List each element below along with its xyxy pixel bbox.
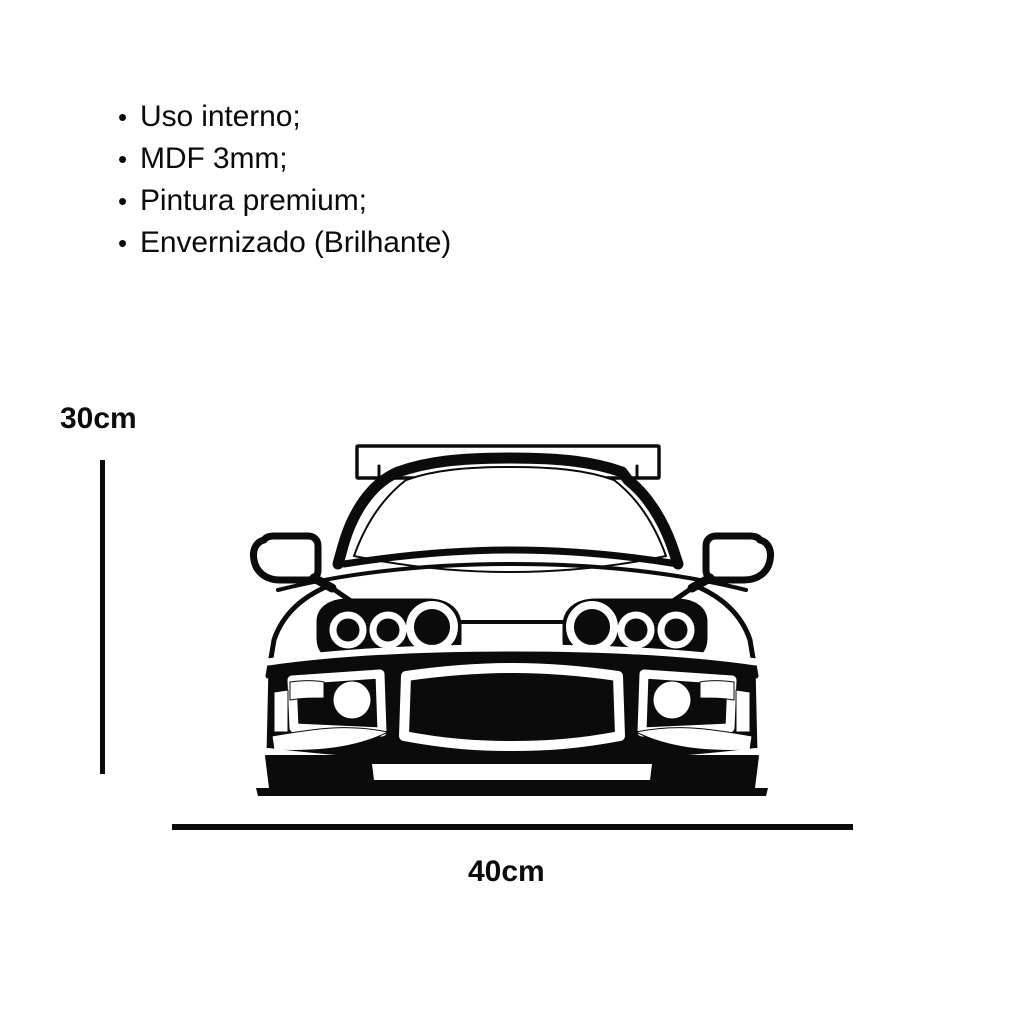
car-front-view-illustration <box>248 436 776 808</box>
side-mirror-left <box>250 532 337 593</box>
front-lip-splitter <box>256 755 768 796</box>
width-dimension-line <box>172 824 853 830</box>
width-dimension-label: 40cm <box>468 855 545 888</box>
car-silhouette-svg <box>250 444 774 796</box>
list-item: • Uso interno; <box>118 96 451 138</box>
height-dimension-line <box>100 460 105 774</box>
list-item: • Pintura premium; <box>118 180 451 222</box>
spec-item-label: MDF 3mm; <box>140 142 288 175</box>
bullet-icon: • <box>118 102 128 132</box>
list-item: • Envernizado (Brilhante) <box>118 222 451 264</box>
specification-list: • Uso interno; • MDF 3mm; • Pintura prem… <box>118 96 451 264</box>
bumper <box>264 644 760 772</box>
bullet-icon: • <box>118 186 128 216</box>
fog-light-right <box>637 669 737 737</box>
list-item: • MDF 3mm; <box>118 138 451 180</box>
hood <box>276 546 748 592</box>
spec-item-label: Pintura premium; <box>140 184 367 217</box>
side-mirror-right <box>687 532 774 593</box>
spec-item-label: Envernizado (Brilhante) <box>140 226 452 259</box>
spec-item-label: Uso interno; <box>140 100 301 133</box>
bullet-icon: • <box>118 228 128 258</box>
height-dimension-label: 30cm <box>60 402 137 435</box>
bullet-icon: • <box>118 144 128 174</box>
body-shell <box>332 452 684 570</box>
